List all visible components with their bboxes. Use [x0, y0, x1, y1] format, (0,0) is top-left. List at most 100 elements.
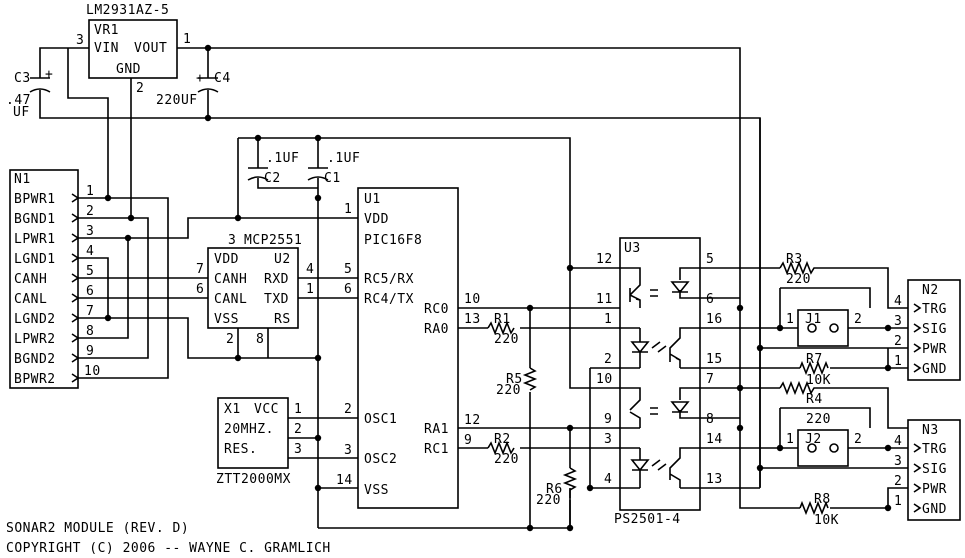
- j2-pin1: [807, 443, 817, 453]
- u1-osc1: OSC1: [364, 412, 397, 427]
- u1-p12: 12: [464, 413, 481, 428]
- u3-body: [619, 237, 701, 511]
- u2-txd: TXD: [264, 292, 289, 307]
- j2-pin2: [829, 443, 839, 453]
- r3-zigzag: [779, 260, 820, 276]
- u3-p13: 13: [706, 472, 723, 487]
- r3-value: 220: [786, 272, 811, 287]
- n3-pin-arrow: [913, 503, 922, 513]
- n2-pin-label: TRG: [922, 302, 947, 317]
- n1-pin-label: LPWR1: [14, 232, 56, 247]
- n1-pin-label: LGND1: [14, 252, 56, 267]
- n3-pin-arrow: [913, 443, 922, 453]
- u1-p6: 6: [344, 282, 352, 297]
- n1-pin-number: 5: [86, 264, 94, 279]
- u2-rxd: RXD: [264, 272, 289, 287]
- j1-ref: J1: [805, 312, 822, 327]
- n1-pin-number: 9: [86, 344, 94, 359]
- u1-p10: 10: [464, 292, 481, 307]
- wire-lpwr2: [78, 238, 129, 339]
- c3-value-a: .47: [6, 93, 31, 108]
- n1-pin-number: 6: [86, 284, 94, 299]
- n1-pin-label: CANL: [14, 292, 47, 307]
- r3-ref: R3: [786, 252, 803, 267]
- wire-lgnd-gnd: [108, 317, 318, 359]
- n1-pin-arrow: [71, 313, 80, 323]
- vr1-pin1: 1: [183, 32, 191, 47]
- u3-p12: 12: [596, 252, 613, 267]
- u2-body: [207, 247, 299, 329]
- vr1-gnd: GND: [116, 62, 141, 77]
- u1-rc1: RC1: [424, 442, 449, 457]
- u1-rc4: RC4/TX: [364, 292, 414, 307]
- u3-part: PS2501-4: [614, 512, 681, 527]
- u2-p8: 8: [256, 332, 264, 347]
- n3-pin-arrow: [913, 463, 922, 473]
- r4-value: 220: [806, 412, 831, 427]
- u2-ref: U2: [274, 252, 291, 267]
- c4-plus: +: [196, 71, 204, 86]
- vr1-pin2: 2: [136, 81, 144, 96]
- n2-pin-label: SIG: [922, 322, 947, 337]
- u1-ra1: RA1: [424, 422, 449, 437]
- n2-pin-arrow: [913, 343, 922, 353]
- n1-pin-number: 3: [86, 224, 94, 239]
- n1-pin-arrow: [71, 253, 80, 263]
- c3-plate-bottom: [29, 88, 51, 93]
- n3-pin-label: SIG: [922, 462, 947, 477]
- n1-pin-number: 8: [86, 324, 94, 339]
- x1-p1: 1: [294, 402, 302, 417]
- c4-plate-bottom: [197, 88, 219, 93]
- n1-pin-number: 1: [86, 184, 94, 199]
- j1-p1: 1: [786, 312, 794, 327]
- wire-vin-bpwr: [67, 48, 109, 198]
- n1-pin-arrow: [71, 193, 80, 203]
- n1-pin-arrow: [71, 373, 80, 383]
- wire-vin-c3: [39, 47, 89, 78]
- n1-pin-label: BGND1: [14, 212, 56, 227]
- u3-p9: 9: [604, 412, 612, 427]
- u3-opto-2: [630, 327, 700, 369]
- r5-value: 220: [496, 383, 521, 398]
- n3-pin-arrow: [913, 483, 922, 493]
- n1-pin-arrow: [71, 273, 80, 283]
- j2-p2: 2: [854, 432, 862, 447]
- u1-rc0: RC0: [424, 302, 449, 317]
- vr1-vin: VIN: [94, 41, 119, 56]
- x1-vcc: VCC: [254, 402, 279, 417]
- u3-p7: 7: [706, 372, 714, 387]
- u3-p8: 8: [706, 412, 714, 427]
- n3-pin-label: GND: [922, 502, 947, 517]
- n3-body: [907, 419, 961, 521]
- u2-p2: 2: [226, 332, 234, 347]
- u3-p16: 16: [706, 312, 723, 327]
- u2-canl: CANL: [214, 292, 247, 307]
- x1-body: [217, 397, 289, 469]
- wire-j-out: [848, 327, 860, 449]
- c2-plate-bottom: [247, 176, 269, 181]
- n3-pin-number: 1: [894, 494, 902, 509]
- copyright: COPYRIGHT (C) 2006 -- WAYNE C. GRAMLICH: [6, 541, 331, 556]
- u3-p14: 14: [706, 432, 723, 447]
- wire-u2-vss: [237, 328, 269, 358]
- r4-ref: R4: [806, 392, 823, 407]
- wire-vout-5v: [177, 47, 741, 386]
- u2-vdd: VDD: [214, 252, 239, 267]
- n2-pin-label: GND: [922, 362, 947, 377]
- wire-j-sig: [860, 327, 908, 449]
- n1-pin-number: 10: [84, 364, 101, 379]
- wire-lgnd: [78, 257, 109, 319]
- u3-p11: 11: [596, 292, 613, 307]
- x1-freq: 20MHZ.: [224, 422, 274, 437]
- wire-bpwr: [78, 197, 169, 379]
- n2-pin-label: PWR: [922, 342, 947, 357]
- n2-pin-number: 1: [894, 354, 902, 369]
- n3-pin-label: TRG: [922, 442, 947, 457]
- u1-vss: VSS: [364, 483, 389, 498]
- r1-ref: R1: [494, 312, 511, 327]
- n3-pin-number: 4: [894, 434, 902, 449]
- n1-pin-label: BGND2: [14, 352, 56, 367]
- n2-pin-arrow: [913, 323, 922, 333]
- n2-ref: N2: [922, 283, 939, 298]
